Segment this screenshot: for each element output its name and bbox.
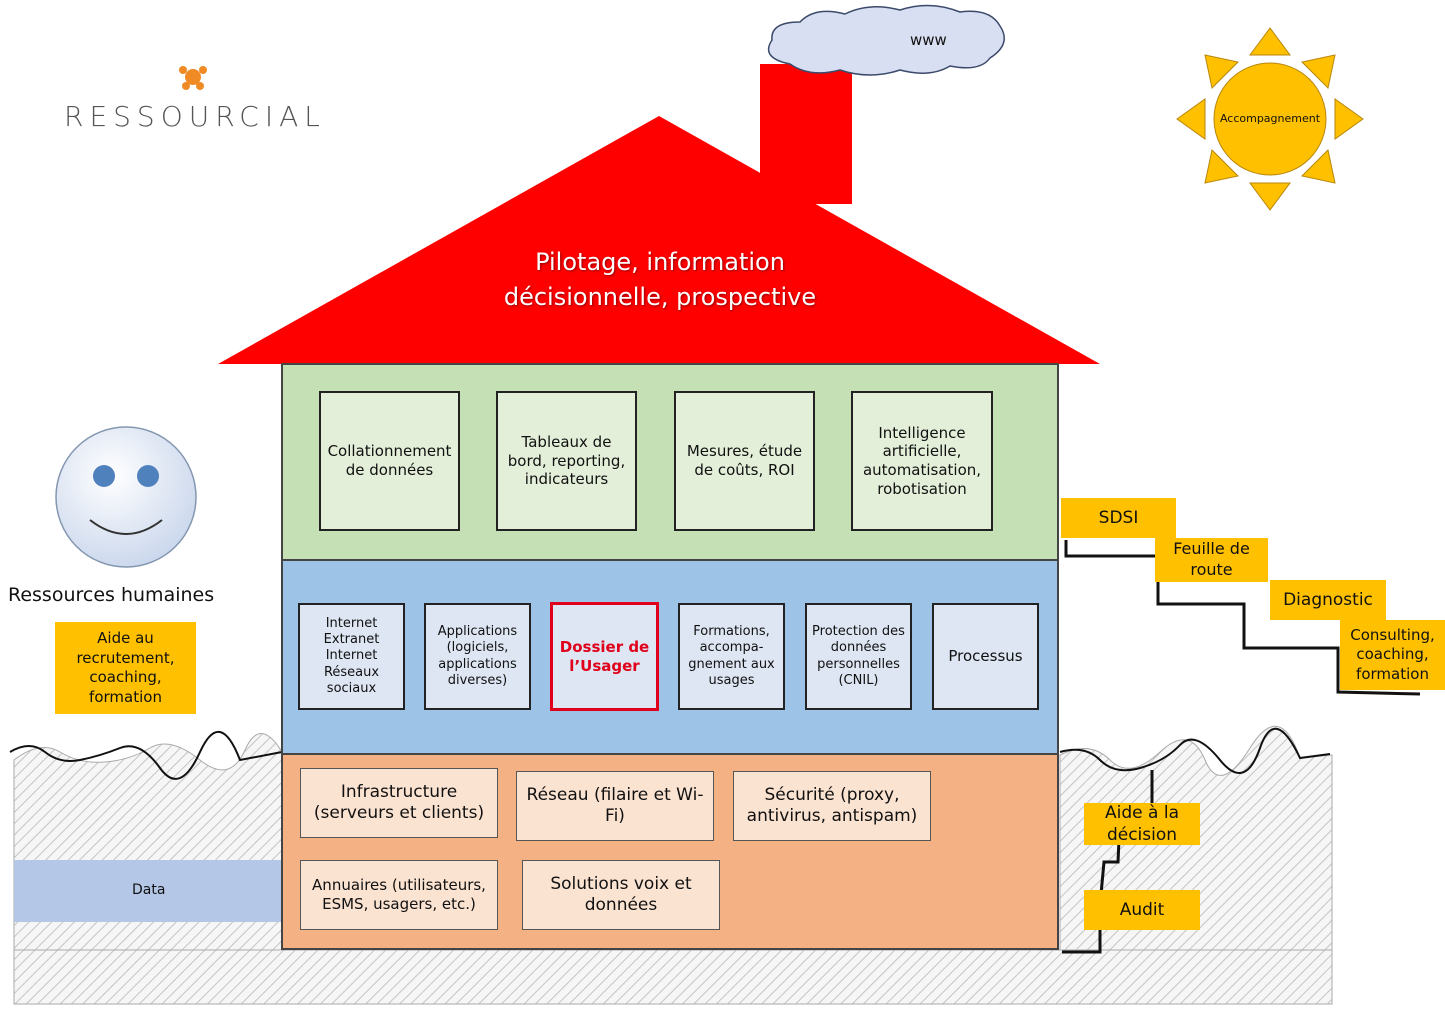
- middle-box-applications: Applications (logiciels, applications di…: [424, 603, 531, 710]
- chimney: [760, 64, 852, 204]
- ground-box-network: Réseau (filaire et Wi-Fi): [516, 771, 714, 841]
- ground-box-infrastructure: Infrastructure (serveurs et clients): [300, 768, 498, 838]
- roof: [218, 116, 1100, 364]
- upper-box-ai: Intelligence artificielle, automatisatio…: [851, 391, 993, 531]
- stair-line: [1064, 540, 1421, 696]
- roof-title: Pilotage, information décisionnelle, pro…: [420, 245, 900, 315]
- middle-box-user-file: Dossier de l’Usager: [550, 602, 659, 711]
- ground-line-left: [9, 731, 283, 780]
- underground-decision-support: Aide à la décision: [1084, 803, 1200, 845]
- data-band: [14, 860, 282, 922]
- middle-box-training: Formations, accompa-gnement aux usages: [678, 603, 785, 710]
- sun-label: Accompagnement: [1219, 112, 1321, 125]
- middle-box-internet: Internet Extranet Internet Réseaux socia…: [298, 603, 405, 710]
- smiley-face: [55, 426, 197, 568]
- sun: [1176, 27, 1364, 211]
- upper-box-collation: Collationnement de données: [319, 391, 460, 531]
- middle-box-processes: Processus: [932, 603, 1039, 710]
- logo-text: RESSOURCIAL: [64, 100, 326, 133]
- data-label: Data: [132, 882, 166, 898]
- ground-box-voice-data: Solutions voix et données: [522, 860, 720, 930]
- middle-floor: [281, 559, 1059, 755]
- people-support-box: Aide au recrutement, coaching, formation: [55, 622, 196, 714]
- ground-box-security: Sécurité (proxy, antivirus, antispam): [733, 771, 931, 841]
- ground-box-directories: Annuaires (utilisateurs, ESMS, usagers, …: [300, 860, 498, 930]
- cloud-label: www: [910, 31, 947, 49]
- roof-title-line1: Pilotage, information: [535, 248, 785, 276]
- upper-box-dashboards: Tableaux de bord, reporting, indicateurs: [496, 391, 637, 531]
- ground-line-right: [1059, 727, 1331, 774]
- stair-diagnostic: Diagnostic: [1270, 580, 1386, 620]
- underground-bottom: [13, 949, 1333, 1005]
- cloud: [767, 4, 1005, 76]
- underground-area-right: [1059, 726, 1333, 1005]
- underground-audit: Audit: [1084, 890, 1200, 930]
- stair-roadmap: Feuille de route: [1155, 538, 1268, 582]
- roof-title-line2: décisionnelle, prospective: [503, 282, 817, 311]
- people-title: Ressources humaines: [8, 584, 215, 606]
- logo-gear-icon: [179, 66, 207, 90]
- upper-box-costs: Mesures, étude de coûts, ROI: [674, 391, 815, 531]
- stair-consulting: Consulting, coaching, formation: [1340, 620, 1445, 690]
- middle-box-data-protection: Protection des données personnelles (CNI…: [805, 603, 912, 710]
- stair-sdsi: SDSI: [1061, 498, 1176, 538]
